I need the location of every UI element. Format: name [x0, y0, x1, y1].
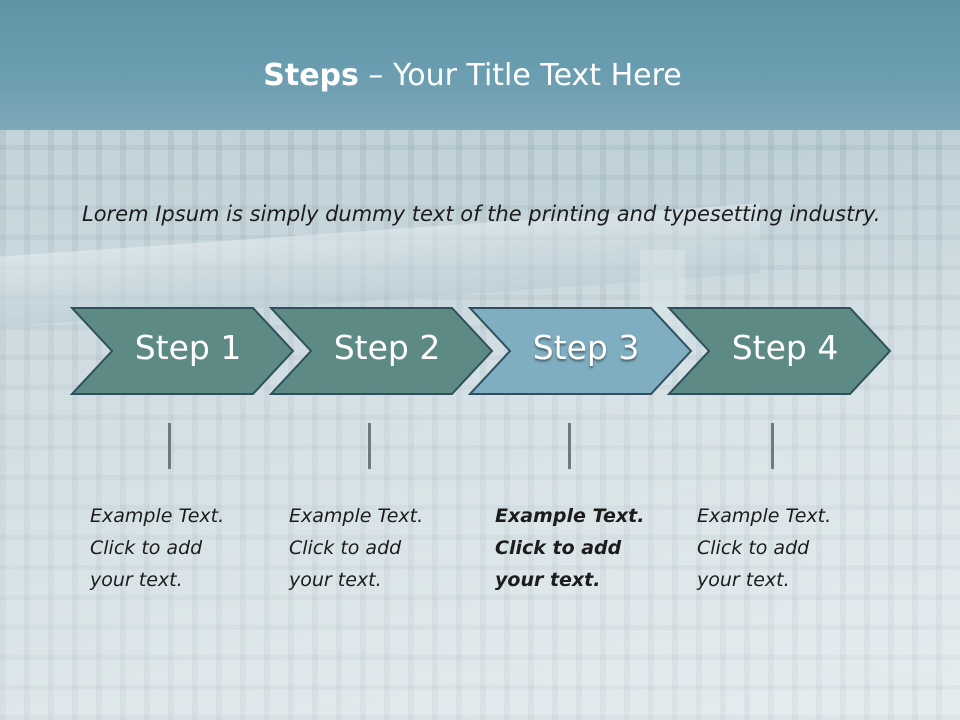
- step-3-chevron[interactable]: [467, 307, 693, 395]
- title-bar: [0, 0, 960, 130]
- step-3-text-line: Click to add: [495, 537, 622, 559]
- step-2-text-line: Click to add: [289, 537, 402, 559]
- step-4-label: Step 4: [731, 328, 839, 367]
- step-1-text[interactable]: Example Text. Click to add your text.: [90, 500, 260, 596]
- step-1-label: Step 1: [134, 328, 242, 367]
- title-rest: – Your Title Text Here: [358, 58, 682, 93]
- step-4-text[interactable]: Example Text. Click to add your text.: [697, 500, 867, 596]
- step-4-text-line: Click to add: [697, 537, 810, 559]
- step-2-chevron[interactable]: [268, 307, 494, 395]
- step-2-text-line: Example Text.: [289, 505, 424, 527]
- step-2-connector: [368, 423, 371, 469]
- step-2-label: Step 2: [333, 328, 441, 367]
- intro-text[interactable]: Lorem Ipsum is simply dummy text of the …: [82, 202, 881, 226]
- step-1-text-line: Click to add: [90, 537, 203, 559]
- step-3-text-line: Example Text.: [495, 505, 645, 527]
- step-2-text-line: your text.: [289, 569, 382, 591]
- step-4-connector: [771, 423, 774, 469]
- step-1-text-line: your text.: [90, 569, 183, 591]
- step-3-label: Step 3: [532, 328, 640, 367]
- step-3-text-line: your text.: [495, 569, 601, 591]
- step-4-text-line: your text.: [697, 569, 790, 591]
- step-4-chevron[interactable]: [666, 307, 892, 395]
- step-1-text-line: Example Text.: [90, 505, 225, 527]
- title-strong: Steps: [263, 58, 359, 93]
- step-1-chevron[interactable]: [69, 307, 295, 395]
- step-3-text[interactable]: Example Text. Click to add your text.: [495, 500, 665, 596]
- step-2-text[interactable]: Example Text. Click to add your text.: [289, 500, 459, 596]
- step-3-connector: [568, 423, 571, 469]
- step-1-connector: [168, 423, 171, 469]
- step-4-text-line: Example Text.: [697, 505, 832, 527]
- slide-title[interactable]: Steps – Your Title Text Here: [0, 58, 945, 93]
